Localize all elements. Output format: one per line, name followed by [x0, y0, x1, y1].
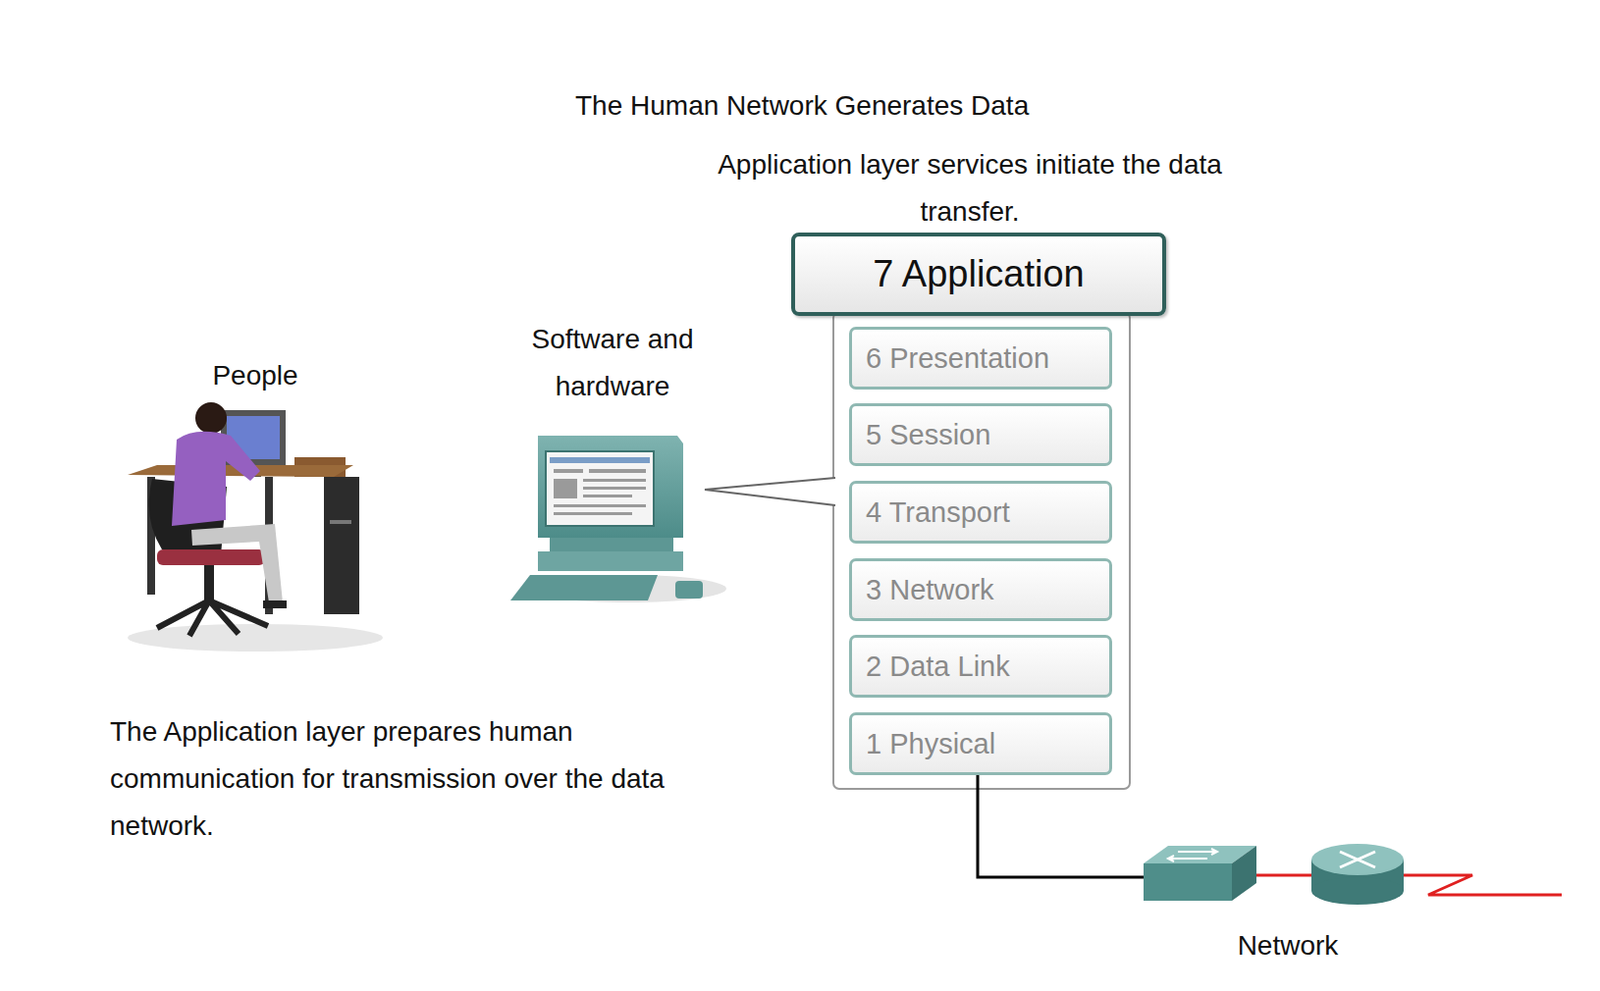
wire	[1256, 874, 1316, 878]
stack-frame	[833, 312, 1130, 790]
box-text: 6 Presentation	[865, 342, 1050, 375]
box-text: 7 Application	[872, 253, 1085, 296]
osi-layer-box: 2 Data Link	[849, 635, 1113, 698]
box-text: 3 Network	[865, 574, 995, 607]
serial-link	[1401, 875, 1562, 896]
osi-layer-box: 1 Physical	[849, 712, 1113, 776]
application-layer-box: 7 Application	[791, 232, 1167, 317]
switch-icon	[1143, 846, 1257, 902]
box-text: 5 Session	[865, 419, 991, 452]
computer-icon	[510, 435, 727, 603]
heading-note: Application layer services initiate the …	[665, 141, 1275, 236]
callout-wedge	[704, 478, 836, 506]
diagram-title: The Human Network Generates Data	[575, 82, 1029, 130]
network-label: Network	[1209, 922, 1367, 970]
osi-layer-box: 5 Session	[849, 403, 1113, 467]
box-text: 4 Transport	[865, 496, 1011, 530]
description-note: The Application layer prepares human com…	[109, 708, 739, 851]
osi-layer-box: 4 Transport	[849, 480, 1113, 544]
box-text: 2 Data Link	[865, 650, 1011, 684]
router-icon	[1311, 844, 1404, 906]
wire	[977, 775, 1147, 878]
osi-layer-box: 3 Network	[849, 558, 1113, 622]
box-text: 1 Physical	[865, 728, 996, 761]
people-label: People	[166, 352, 344, 400]
software-label: Software and hardware	[494, 316, 731, 411]
osi-layer-box: 6 Presentation	[849, 326, 1113, 390]
person-at-desk	[127, 402, 383, 652]
